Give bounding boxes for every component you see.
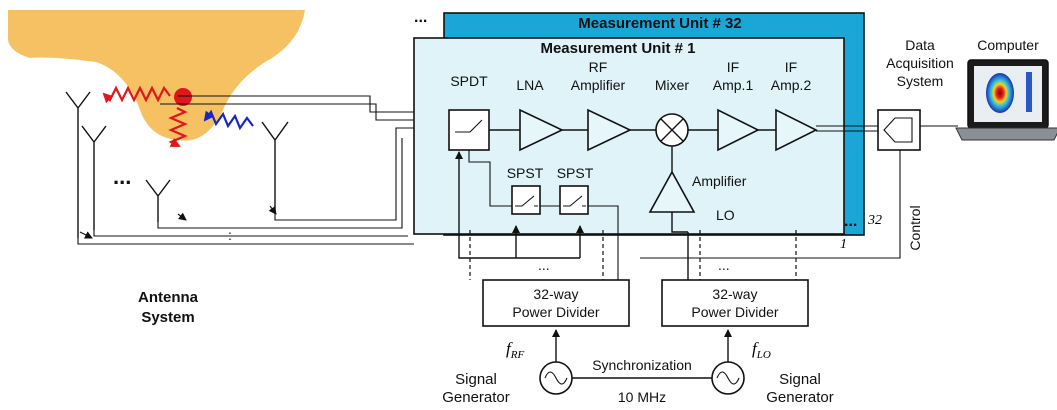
daq-label-3: System bbox=[897, 73, 944, 89]
bus-dots: : bbox=[228, 227, 232, 243]
tumor-target bbox=[174, 88, 192, 106]
sync-freq-label: 10 MHz bbox=[618, 389, 666, 405]
if-amplifier-2 bbox=[775, 108, 818, 152]
spdt-switch bbox=[448, 109, 490, 151]
if-amp2-label-2: Amp.2 bbox=[771, 77, 812, 93]
rf-chain: SPDT LNA RF Amplifier Mixer IF Amp.1 IF … bbox=[448, 59, 878, 280]
unit-1-index: 1 bbox=[840, 237, 847, 252]
rf-amplifier bbox=[587, 108, 632, 152]
lna-amplifier bbox=[519, 108, 564, 152]
rf-divider-label-2: Power Divider bbox=[512, 304, 599, 320]
spst-label-1: SPST bbox=[507, 165, 544, 181]
if-amplifier-1 bbox=[717, 108, 760, 152]
daq-and-computer: Data Acquisition System Computer Control bbox=[640, 37, 1057, 259]
spst-switch-2 bbox=[559, 185, 589, 215]
daq-label-1: Data bbox=[905, 37, 935, 53]
lo-label: LO bbox=[716, 207, 735, 223]
rf-amp-label-2: Amplifier bbox=[571, 77, 626, 93]
antenna-system: ... : Antenna System bbox=[8, 10, 422, 326]
unit-stack-dots-bottom: ... bbox=[844, 213, 857, 230]
signal-sources: 32-way Power Divider 32-way Power Divide… bbox=[442, 279, 834, 406]
daq-box bbox=[877, 109, 921, 151]
if-amp1-label-2: Amp.1 bbox=[713, 77, 754, 93]
rf-power-divider bbox=[482, 279, 630, 327]
sync-label: Synchronization bbox=[592, 357, 692, 373]
mixer-label: Mixer bbox=[655, 77, 690, 93]
computer-label: Computer bbox=[977, 37, 1039, 53]
rf-bus-dots: ... bbox=[538, 257, 550, 273]
lo-divider-label-1: 32-way bbox=[712, 286, 757, 302]
rf-divider-label-1: 32-way bbox=[533, 286, 578, 302]
control-label: Control bbox=[907, 205, 923, 250]
antenna-1 bbox=[65, 91, 91, 238]
unit-stack-dots-top: ... bbox=[414, 9, 427, 26]
incident-wave bbox=[203, 109, 254, 131]
if-amp1-label-1: IF bbox=[727, 59, 739, 75]
antenna-4 bbox=[261, 121, 289, 214]
spst-label-2: SPST bbox=[557, 165, 594, 181]
unit-32-title: Measurement Unit # 32 bbox=[578, 15, 741, 32]
lo-amplifier-label: Amplifier bbox=[692, 173, 747, 189]
rf-freq-label: fRF bbox=[506, 339, 524, 361]
rf-generator-label-2: Generator bbox=[442, 389, 510, 406]
spdt-label: SPDT bbox=[450, 73, 488, 89]
antenna-system-label-2: System bbox=[141, 309, 194, 326]
rf-generator-label-1: Signal bbox=[455, 371, 497, 388]
if-amp2-label-1: IF bbox=[785, 59, 797, 75]
lna-label: LNA bbox=[516, 77, 544, 93]
antenna-3 bbox=[145, 179, 171, 222]
antenna-2 bbox=[81, 125, 107, 230]
scattered-wave-left bbox=[102, 85, 171, 104]
unit-1-title: Measurement Unit # 1 bbox=[540, 40, 695, 57]
rf-amp-label-1: RF bbox=[589, 59, 608, 75]
lo-bus-dots: ... bbox=[718, 257, 730, 273]
scattered-wave-down bbox=[168, 107, 188, 147]
lo-generator-label-2: Generator bbox=[766, 389, 834, 406]
lo-generator-label-1: Signal bbox=[779, 371, 821, 388]
daq-label-2: Acquisition bbox=[886, 55, 954, 71]
unit-32-index: 32 bbox=[867, 213, 882, 228]
lo-freq-label: fLO bbox=[752, 339, 771, 361]
lo-power-divider bbox=[661, 279, 809, 327]
spst-switch-1 bbox=[511, 185, 541, 215]
antenna-ellipsis: ... bbox=[113, 164, 131, 189]
computer-laptop-icon bbox=[955, 59, 1057, 141]
lo-divider-label-2: Power Divider bbox=[691, 304, 778, 320]
antenna-system-label-1: Antenna bbox=[138, 289, 199, 306]
breast-tissue-model bbox=[8, 10, 305, 141]
